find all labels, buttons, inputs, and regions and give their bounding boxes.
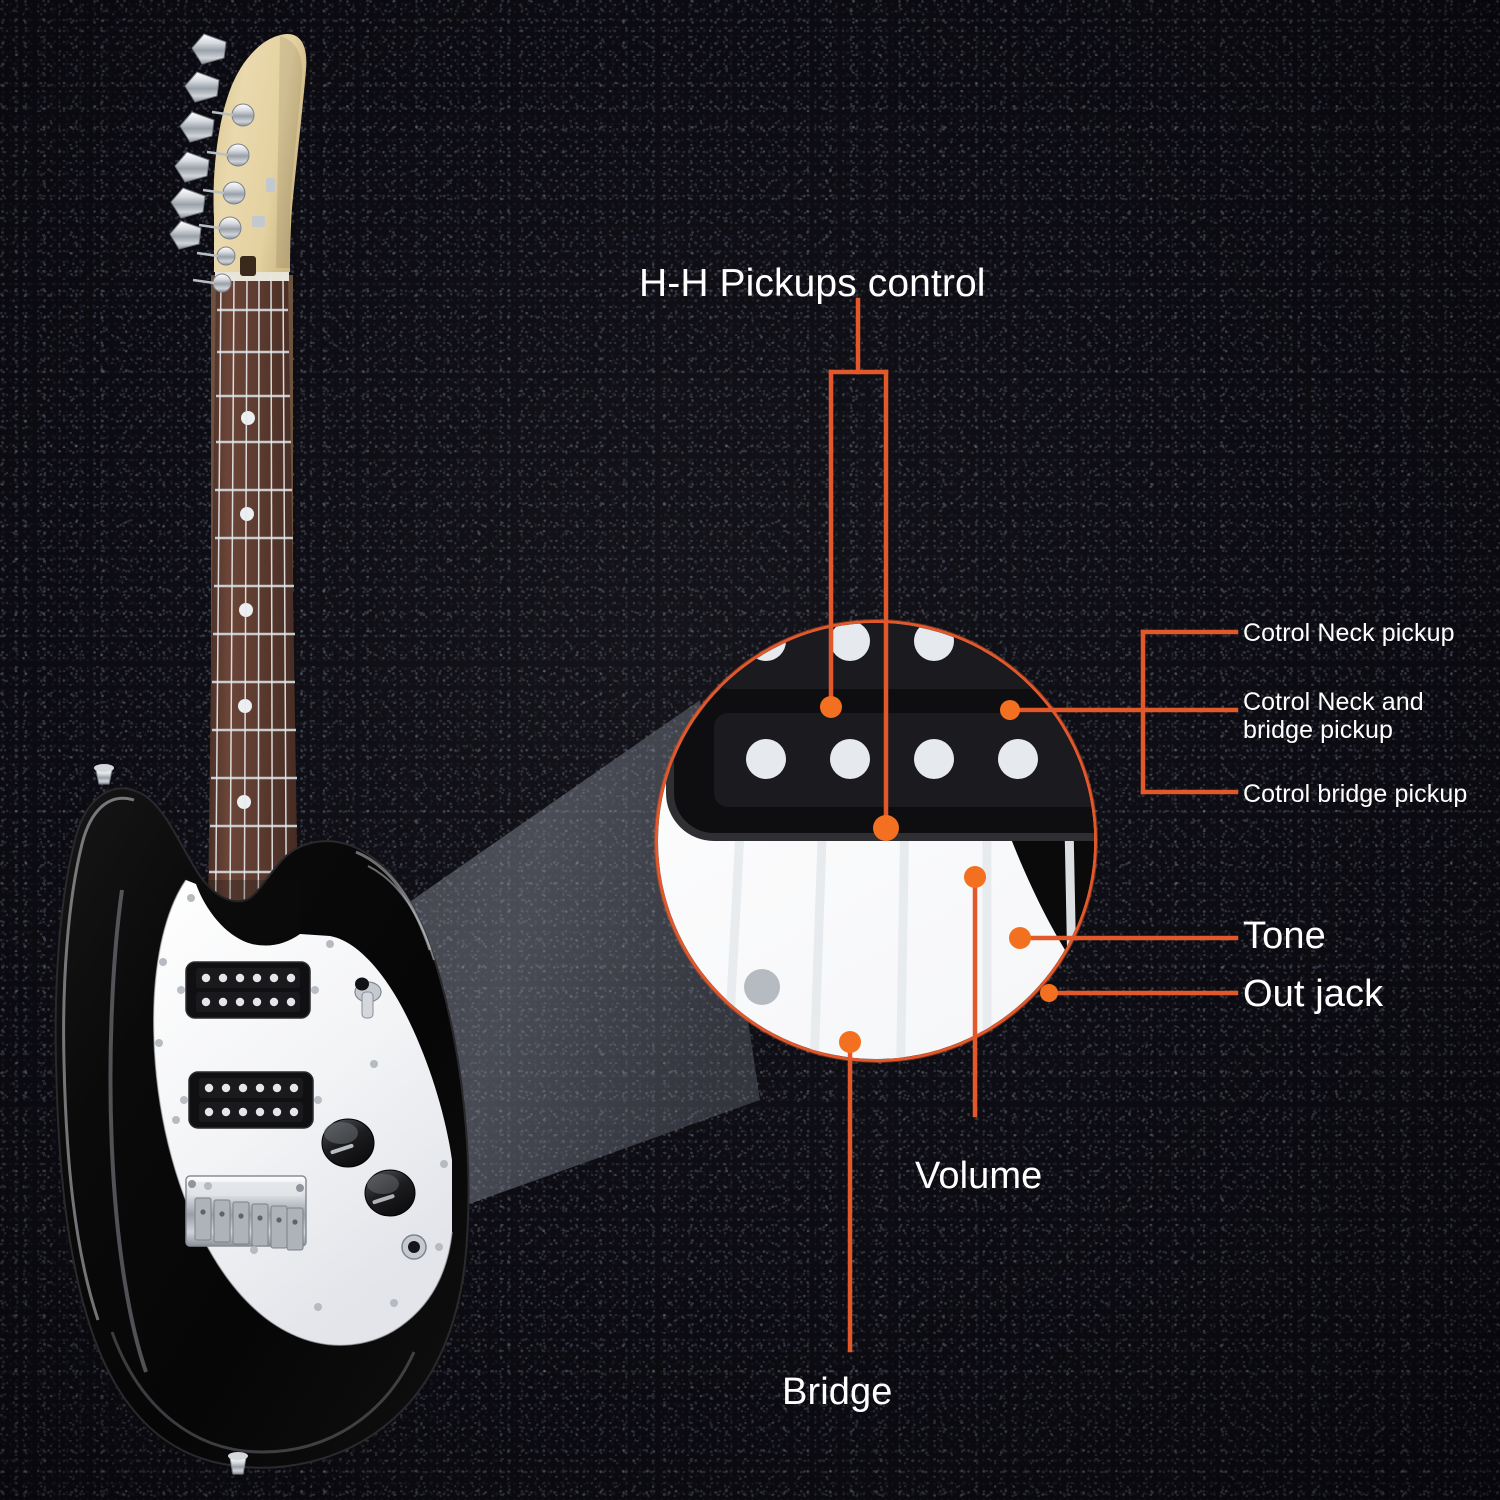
pickguard-screws: [155, 894, 448, 1311]
callout-label-cotrol-bridge-pickup: Cotrol bridge pickup: [1243, 780, 1468, 808]
tone-knob: [364, 1169, 416, 1217]
strap-button-top: [94, 764, 114, 785]
tuning-pegs: [169, 33, 255, 293]
neck-pickup: [177, 961, 319, 1019]
electric-guitar-full-view: [54, 33, 470, 1475]
magnified-guitar-view: [658, 623, 1094, 1059]
volume-knob: [321, 1118, 375, 1168]
guitar-headstock: [169, 33, 307, 293]
callout-label-cotrol-neck-and-bridge-pickup: Cotrol Neck and bridge pickup: [1243, 688, 1424, 744]
guitar-neck: [208, 272, 298, 1216]
callout-label-out-jack: Out jack: [1243, 973, 1384, 1015]
magnified-strings: [723, 623, 1079, 1059]
magnified-neck-pickup: [658, 623, 1094, 841]
callout-label-bridge: Bridge: [782, 1371, 893, 1413]
guitar-body: [54, 764, 470, 1475]
output-jack: [401, 1234, 427, 1260]
strap-button-bottom: [228, 1452, 248, 1475]
magnified-detail-circle: [655, 620, 1097, 1062]
callout-label-tone: Tone: [1243, 915, 1326, 957]
bridge-pickup: [180, 1071, 322, 1129]
pickup-selector-switch: [354, 977, 382, 1019]
callout-label-cotrol-neck-pickup: Cotrol Neck pickup: [1243, 619, 1455, 647]
callout-label-h-h-pickups-control: H-H Pickups control: [639, 262, 986, 305]
callout-label-volume: Volume: [915, 1155, 1043, 1197]
magnified-pickguard-screws: [744, 969, 780, 1005]
bridge: [185, 1175, 307, 1251]
